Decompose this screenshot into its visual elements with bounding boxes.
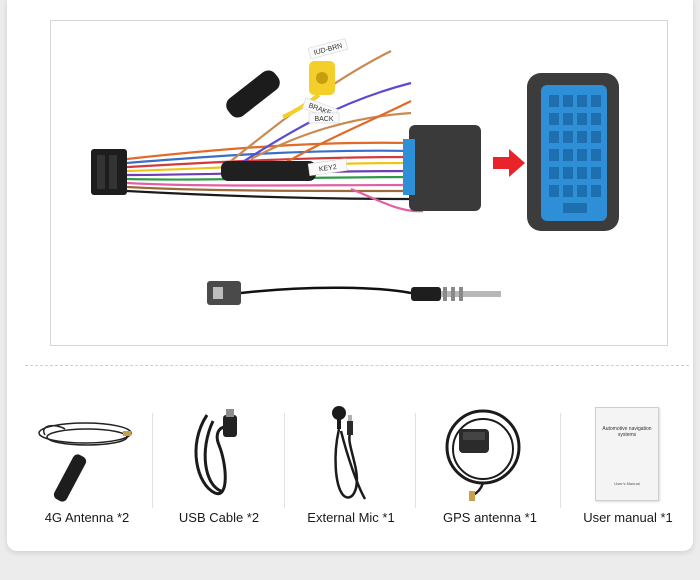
harness-photo: IUD-BRN BRAKE BACK KEY2 (50, 20, 668, 346)
manual-footer: User's Manual (614, 481, 640, 486)
arrow-icon (493, 149, 525, 177)
manual-icon: Automotive navigation systems User's Man… (595, 407, 659, 501)
column-separator (152, 413, 153, 508)
rca-connector (282, 61, 335, 119)
wire-sleeve (221, 161, 316, 181)
accessory-gps-antenna: GPS antenna *1 (423, 395, 557, 535)
wire-tags: IUD-BRN BRAKE BACK KEY2 (301, 38, 348, 177)
accessory-label: User manual *1 (583, 510, 673, 525)
section-divider (25, 365, 689, 366)
accessory-label: GPS antenna *1 (443, 510, 537, 525)
tag-key2: KEY2 (319, 164, 338, 173)
foam-connector (403, 125, 481, 211)
accessory-label: 4G Antenna *2 (44, 510, 130, 525)
accessory-4g-antenna: 4G Antenna *2 (25, 395, 149, 535)
inline-fuse (226, 70, 280, 118)
accessory-user-manual: Automotive navigation systems User's Man… (569, 395, 687, 535)
connector-closeup (527, 73, 619, 231)
manual-title: Automotive navigation systems (602, 426, 652, 438)
column-separator (284, 413, 285, 508)
usb-cable-icon (194, 409, 237, 496)
accessory-usb-cable: USB Cable *2 (157, 395, 281, 535)
left-plug (91, 149, 127, 195)
antenna-adapter (207, 281, 501, 305)
gps-antenna-icon (445, 409, 521, 501)
antenna-4g-icon (38, 422, 132, 502)
column-separator (415, 413, 416, 508)
accessory-label: USB Cable *2 (178, 510, 260, 525)
column-separator (560, 413, 561, 508)
wiring-harness-illustration: IUD-BRN BRAKE BACK KEY2 (91, 38, 619, 305)
accessory-label: External Mic *1 (307, 510, 395, 525)
tag-back: BACK (314, 116, 333, 123)
microphone-icon (332, 406, 367, 500)
accessory-external-mic: External Mic *1 (291, 395, 411, 535)
product-card: IUD-BRN BRAKE BACK KEY2 (7, 0, 693, 551)
